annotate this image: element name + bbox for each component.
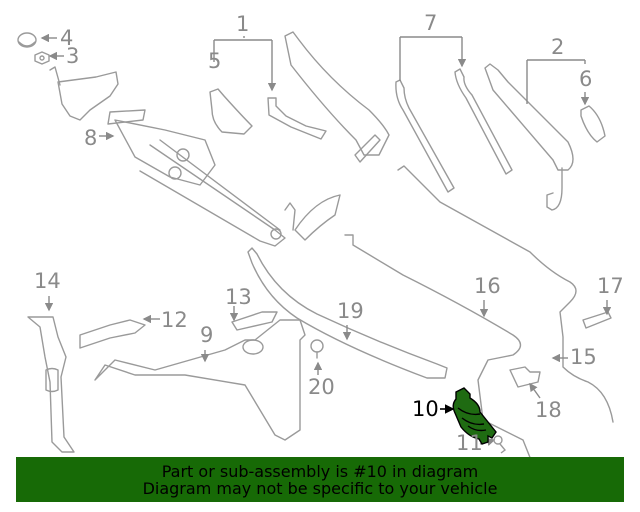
part-1-wiper-arm	[267, 31, 390, 163]
part-5-arm-cap	[209, 88, 253, 135]
part-18-bracket	[509, 366, 541, 388]
info-banner: Part or sub-assembly is #10 in diagram D…	[16, 457, 624, 502]
callout-3: 3	[66, 44, 80, 68]
callout-6: 6	[579, 67, 593, 91]
part-7-wiper-blades	[395, 68, 513, 193]
part-20-clip	[310, 339, 324, 359]
part-16-washer-hose	[344, 234, 544, 486]
part-12-seal	[79, 319, 146, 349]
callout-1: 1	[236, 12, 250, 36]
callout-7: 7	[424, 11, 438, 35]
callout-18: 18	[535, 398, 562, 422]
part-4-cap	[17, 32, 37, 48]
part-11-fitting	[493, 435, 507, 454]
callout-12: 12	[161, 308, 188, 332]
callout-8: 8	[84, 126, 98, 150]
part-14-hose	[27, 316, 75, 453]
callout-2: 2	[551, 35, 565, 59]
callout-11: 11	[456, 431, 483, 455]
callout-5: 5	[208, 49, 222, 73]
callout-4: 4	[60, 26, 74, 50]
part-3-nut	[34, 51, 50, 65]
callout-17: 17	[597, 274, 624, 298]
callout-13: 13	[225, 285, 252, 309]
part-9-washer-reservoir	[94, 319, 306, 441]
part-17-nozzle	[582, 311, 612, 329]
banner-line-part-number: Part or sub-assembly is #10 in diagram	[161, 461, 479, 481]
part-2-wiper-arm	[484, 63, 574, 211]
callout-20: 20	[308, 375, 335, 399]
washer-hose-upper	[397, 165, 614, 423]
part-19-cowl-seal	[247, 247, 448, 379]
callout-19: 19	[337, 299, 364, 323]
callout-9: 9	[200, 323, 214, 347]
callout-16: 16	[474, 274, 501, 298]
part-8-wiper-linkage	[49, 66, 341, 247]
callout-10: 10	[412, 397, 439, 421]
callout-14: 14	[34, 269, 61, 293]
banner-line-disclaimer: Diagram may not be specific to your vehi…	[142, 478, 498, 498]
callout-15: 15	[570, 345, 597, 369]
part-6-arm-cap	[580, 105, 606, 143]
part-13-grommet	[231, 311, 278, 331]
